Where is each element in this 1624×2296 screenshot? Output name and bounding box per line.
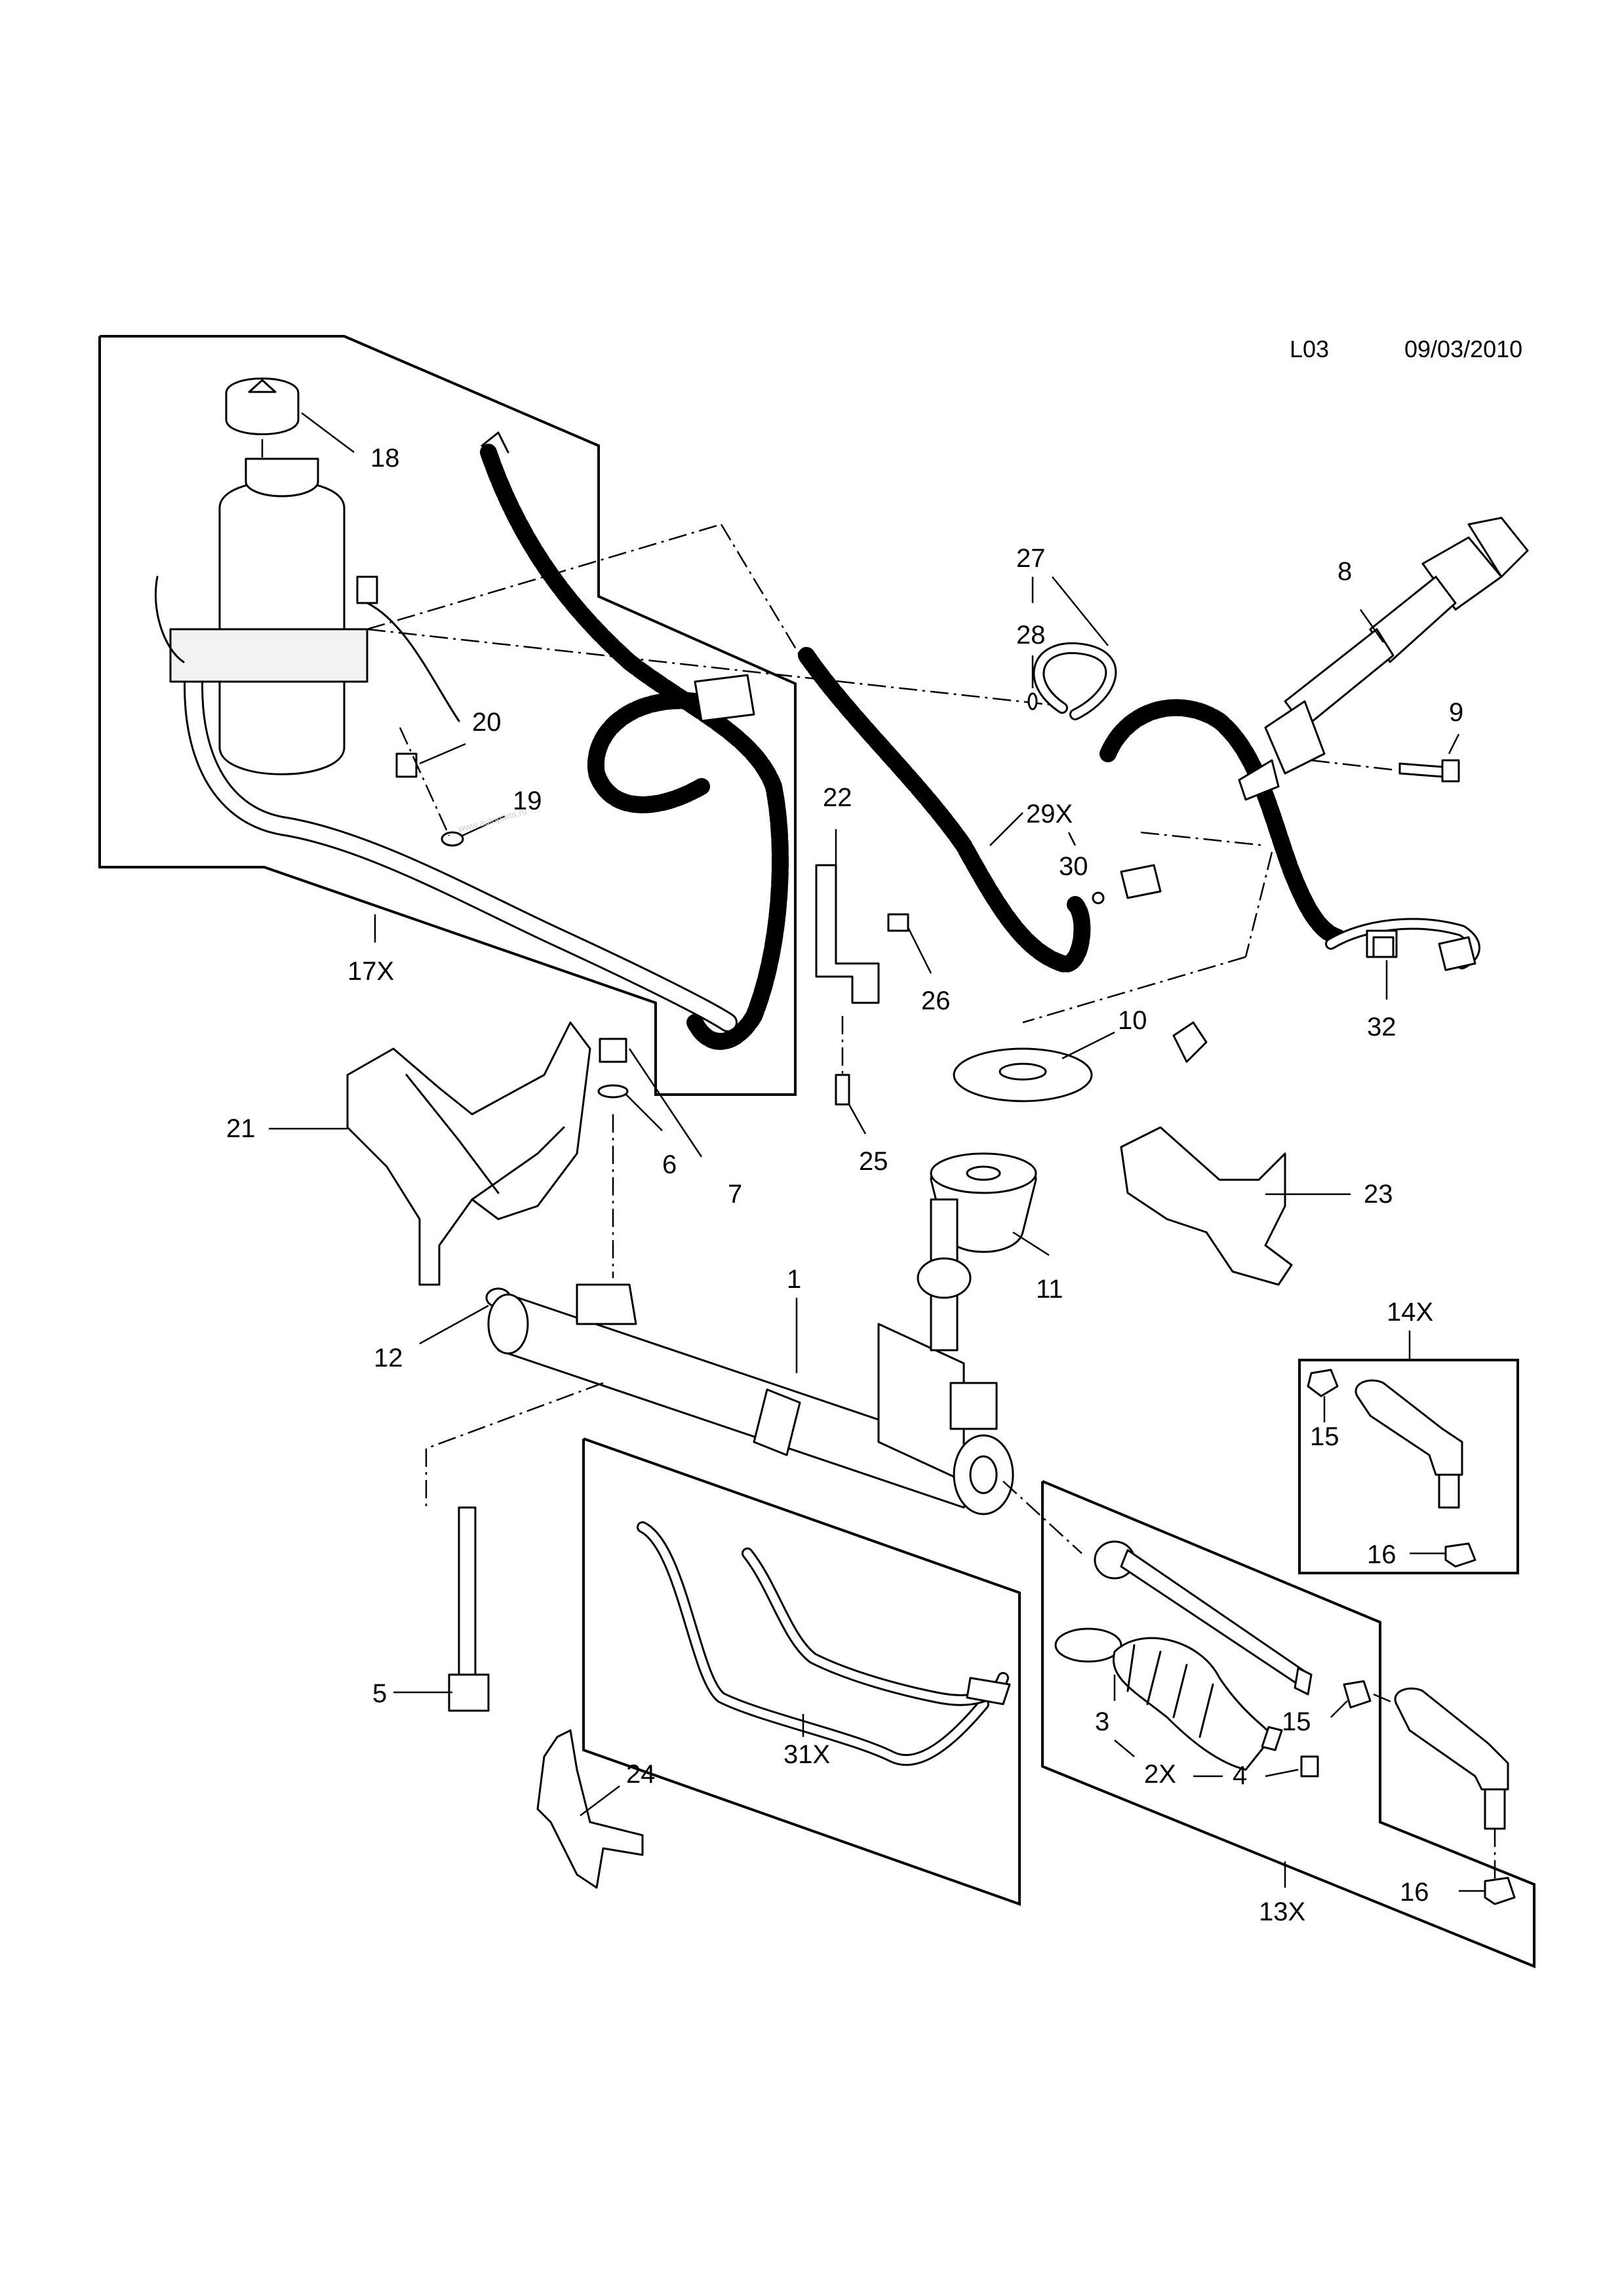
callout-16a: 16 <box>1367 1540 1396 1569</box>
callout-9: 9 <box>1449 698 1463 727</box>
intermediate-steering-shaft: 8 <box>1238 516 1529 801</box>
fluid-reservoir <box>154 457 738 1032</box>
callout-10: 10 <box>1118 1006 1147 1035</box>
watermark: www.autoparts.ru <box>456 806 528 834</box>
callout-1: 1 <box>787 1265 801 1294</box>
callout-19: 19 <box>513 787 542 815</box>
callout-3: 3 <box>1095 1707 1109 1736</box>
callout-17x: 17X <box>347 957 394 986</box>
callout-20: 20 <box>472 708 502 737</box>
diagram-date: 09/03/2010 <box>1404 336 1522 362</box>
callout-5: 5 <box>372 1679 387 1708</box>
callout-15b: 15 <box>1282 1707 1311 1736</box>
callout-12: 12 <box>374 1344 403 1372</box>
callout-31x: 31X <box>783 1740 830 1769</box>
steering-column-grommet: 10 11 <box>930 1006 1147 1304</box>
callout-30: 30 <box>1059 852 1088 881</box>
pipe-support-bracket: 24 <box>536 1729 656 1889</box>
rack-mounting-bolt: 5 <box>372 1382 604 1712</box>
callout-6: 6 <box>662 1150 677 1179</box>
rack-boot: 3 2X 4 <box>1054 1627 1319 1790</box>
reservoir-cap: 18 <box>225 378 400 473</box>
callout-18: 18 <box>370 444 400 473</box>
group-13x-frame: 13X <box>1041 1480 1535 1968</box>
bracket-nut-washer: 6 7 <box>597 1038 742 1278</box>
callout-26: 26 <box>921 986 951 1015</box>
group-31x-frame: 31X <box>582 1437 1021 1906</box>
callout-14x: 14X <box>1387 1298 1433 1327</box>
group-14x-frame: 14X 15 16 <box>1298 1298 1519 1574</box>
callout-13x: 13X <box>1259 1897 1305 1926</box>
steering-gear-bracket: 21 <box>226 1021 591 1286</box>
inner-tie-rod <box>1002 1481 1313 1696</box>
callout-32: 32 <box>1367 1013 1396 1041</box>
callout-29x: 29X <box>1026 800 1073 828</box>
callout-21: 21 <box>226 1114 256 1143</box>
callout-24: 24 <box>626 1760 656 1789</box>
heat-shield-bracket: 23 <box>1120 1021 1393 1286</box>
callout-28: 28 <box>1016 621 1046 650</box>
callout-7: 7 <box>728 1180 742 1209</box>
callout-16b: 16 <box>1400 1878 1429 1907</box>
callout-25: 25 <box>859 1147 888 1176</box>
hose-bracket: 22 26 25 <box>815 783 951 1176</box>
diagram-code: L03 <box>1290 336 1329 362</box>
callout-11: 11 <box>1036 1275 1063 1304</box>
callout-27: 27 <box>1016 544 1046 573</box>
group-17x-frame <box>98 335 797 1096</box>
callout-8: 8 <box>1337 557 1352 586</box>
outer-tie-rod-end: 15 16 <box>1282 1680 1516 1907</box>
shaft-pinch-bolt: 9 <box>1311 698 1463 783</box>
callout-15a: 15 <box>1310 1422 1339 1451</box>
callout-22: 22 <box>823 783 852 812</box>
hose-clamp-fittings: 20 19 www.autoparts.ru <box>395 708 542 847</box>
steering-rack: 1 <box>487 1198 1014 1515</box>
callout-2x: 2X <box>1144 1760 1176 1789</box>
wiring-harness <box>480 431 789 1050</box>
callout-4: 4 <box>1233 1761 1247 1790</box>
callout-23: 23 <box>1364 1180 1393 1209</box>
